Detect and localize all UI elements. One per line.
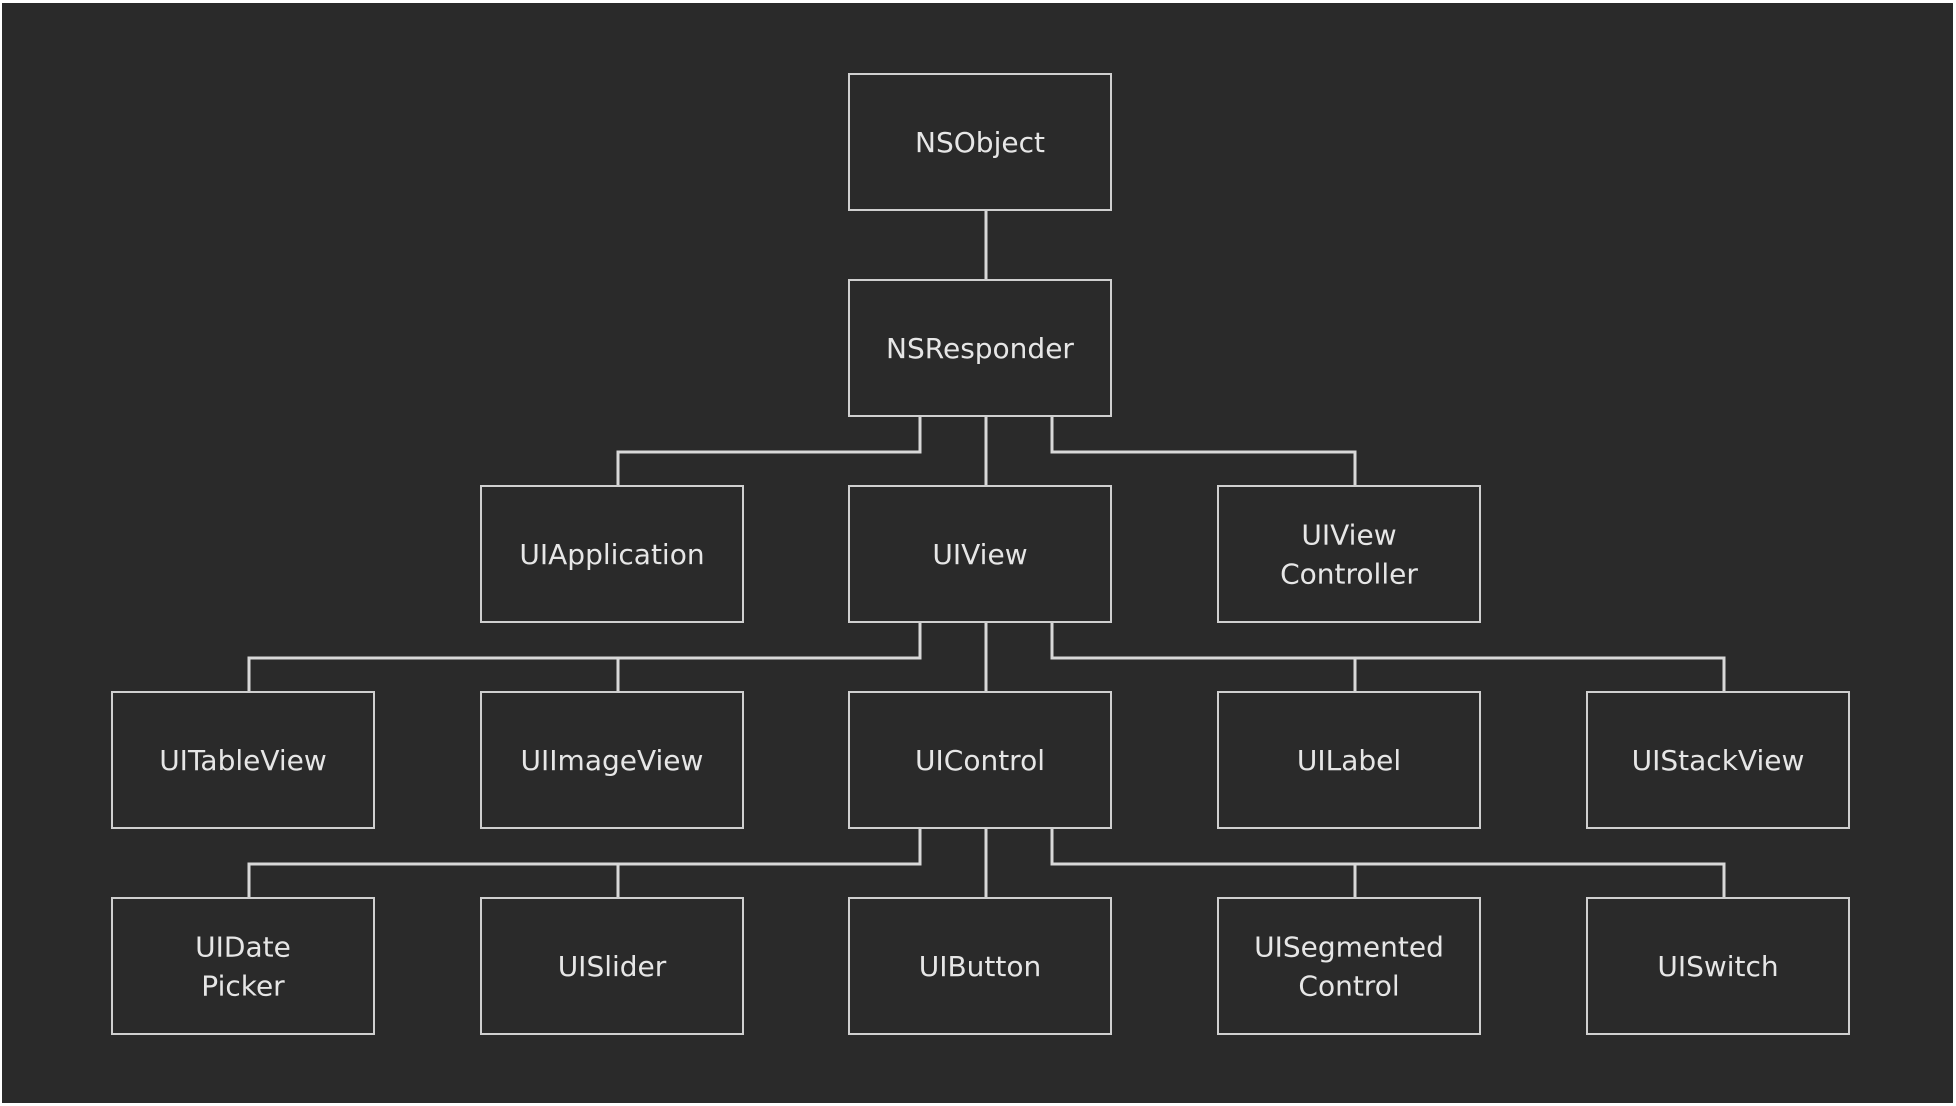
node-label-uiview: UIView — [932, 538, 1027, 571]
node-box-uisegmentedcontrol — [1217, 897, 1481, 1035]
node-uiapplication: UIApplication — [480, 485, 744, 623]
node-label-uibutton: UIButton — [919, 950, 1042, 983]
node-box-uiviewcontroller — [1217, 485, 1481, 623]
node-label-uiapplication: UIApplication — [519, 538, 704, 571]
node-uiswitch: UISwitch — [1586, 897, 1850, 1035]
node-label-uiswitch: UISwitch — [1657, 950, 1778, 983]
node-uiview: UIView — [848, 485, 1112, 623]
node-box-uislider — [480, 897, 744, 1035]
node-box-uicontrol — [848, 691, 1112, 829]
node-nsresponder: NSResponder — [848, 279, 1112, 417]
node-box-uiapplication — [480, 485, 744, 623]
node-label-uistackview: UIStackView — [1632, 744, 1805, 777]
node-uislider: UISlider — [480, 897, 744, 1035]
node-box-uitableview — [111, 691, 375, 829]
node-uicontrol: UIControl — [848, 691, 1112, 829]
node-box-uiimageview — [480, 691, 744, 829]
node-box-uibutton — [848, 897, 1112, 1035]
node-box-uiswitch — [1586, 897, 1850, 1035]
node-box-uilabel — [1217, 691, 1481, 829]
node-label-uidatepicker-line-1: UIDate — [195, 931, 291, 964]
node-nsobject: NSObject — [848, 73, 1112, 211]
node-uilabel: UILabel — [1217, 691, 1481, 829]
edge-nsresponder-uiviewcontroller — [1050, 416, 1357, 486]
node-label-uisegmentedcontrol-line-2: Control — [1298, 970, 1399, 1003]
node-uistackview: UIStackView — [1586, 691, 1850, 829]
node-box-nsresponder — [848, 279, 1112, 417]
node-label-uiviewcontroller-line-1: UIView — [1301, 519, 1396, 552]
edge-uicontrol-uiswitch — [1050, 828, 1726, 898]
node-box-uistackview — [1586, 691, 1850, 829]
edge-nsresponder-uiapplication — [616, 416, 922, 486]
node-label-uiviewcontroller-line-2: Controller — [1280, 558, 1418, 591]
node-box-nsobject — [848, 73, 1112, 211]
node-label-uislider: UISlider — [558, 950, 667, 983]
node-label-nsresponder: NSResponder — [886, 332, 1074, 365]
node-uiimageview: UIImageView — [480, 691, 744, 829]
node-label-uilabel: UILabel — [1297, 744, 1401, 777]
node-label-uitableview: UITableView — [159, 744, 327, 777]
node-label-uisegmentedcontrol-line-1: UISegmented — [1254, 931, 1444, 964]
edge-uiview-uistackview — [1050, 622, 1726, 692]
node-box-uiview — [848, 485, 1112, 623]
node-label-uiimageview: UIImageView — [521, 744, 704, 777]
node-label-uidatepicker-line-2: Picker — [201, 970, 285, 1003]
edge-uicontrol-uislider — [616, 828, 922, 898]
edge-uiview-uiimageview — [616, 622, 922, 692]
node-box-uidatepicker — [111, 897, 375, 1035]
node-uitableview: UITableView — [111, 691, 375, 829]
node-label-uicontrol: UIControl — [915, 744, 1045, 777]
node-label-nsobject: NSObject — [915, 126, 1045, 159]
node-uibutton: UIButton — [848, 897, 1112, 1035]
